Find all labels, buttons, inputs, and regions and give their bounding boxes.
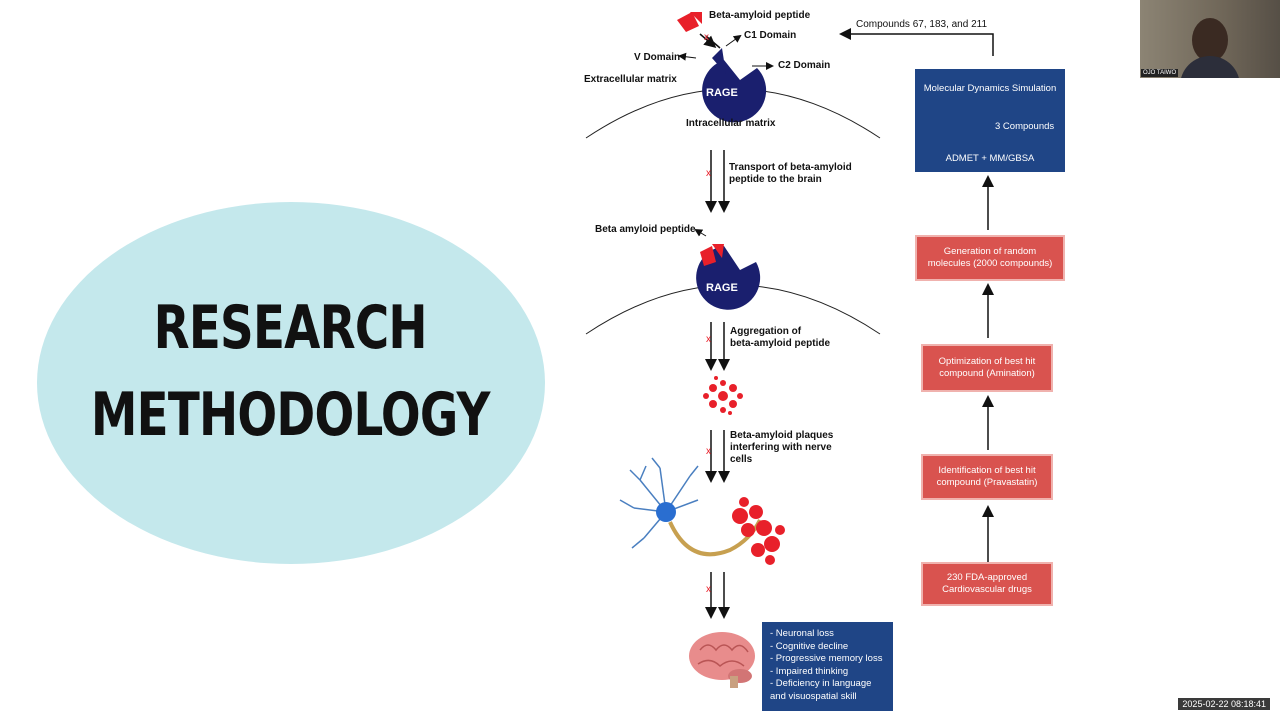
recording-timestamp: 2025-02-22 08:18:41: [1178, 698, 1270, 710]
rage-receptor-icon: [702, 48, 767, 123]
participant-body: [1180, 56, 1240, 78]
fda-line1: 230 FDA-approved: [946, 572, 1028, 583]
brain-icon: [689, 632, 755, 688]
plaques-label-line3: cells: [730, 454, 753, 465]
symptom-item: - Cognitive decline: [770, 640, 849, 652]
participant-head: [1192, 18, 1228, 62]
identification-line1: Identification of best hit: [938, 465, 1036, 476]
molecular-dynamics-box: Molecular Dynamics Simulation 3 Compound…: [915, 69, 1065, 172]
peptide-label-2: Beta amyloid peptide: [595, 224, 696, 235]
svg-text:x: x: [706, 584, 711, 595]
symptom-item: - Impaired thinking: [770, 665, 849, 677]
fda-drugs-box: 230 FDA-approved Cardiovascular drugs: [921, 562, 1053, 606]
participant-name-tag: OJO TAIWO: [1141, 69, 1179, 77]
transport-label-line2: peptide to the brain: [729, 174, 822, 185]
identification-line2: compound (Pravastatin): [936, 477, 1038, 488]
svg-text:x: x: [706, 334, 711, 345]
neuron-icon: [619, 457, 762, 557]
svg-text:x: x: [706, 168, 711, 179]
generation-line1: Generation of random: [943, 246, 1037, 257]
c2-domain-label: C2 Domain: [778, 60, 831, 71]
rage-label-2: RAGE: [706, 282, 738, 294]
peptide-aggregate-icon: [703, 376, 743, 415]
rage-label-1: RAGE: [706, 87, 738, 99]
generation-box: Generation of random molecules (2000 com…: [915, 235, 1065, 281]
symptoms-box: - Neuronal loss - Cognitive decline - Pr…: [762, 622, 893, 711]
slide-title-line-2: METHODOLOGY: [90, 380, 490, 450]
webcam-thumbnail[interactable]: OJO TAIWO: [1140, 0, 1280, 78]
svg-text:x: x: [706, 446, 711, 457]
optimization-box: Optimization of best hit compound (Amina…: [921, 344, 1053, 392]
rage-receptor-bound-icon: [696, 244, 761, 310]
v-domain-label: V Domain: [634, 52, 681, 63]
plaques-label-line1: Beta-amyloid plaques: [730, 430, 834, 441]
symptom-item: - Neuronal loss: [770, 628, 834, 639]
generation-line2: molecules (2000 compounds): [927, 258, 1053, 269]
symptom-item: and visuospatial skill: [770, 690, 857, 702]
fda-line2: Cardiovascular drugs: [942, 584, 1032, 595]
md-title: Molecular Dynamics Simulation: [923, 83, 1057, 94]
c1-domain-label: C1 Domain: [744, 30, 797, 41]
aggregation-label-line1: Aggregation of: [730, 326, 802, 337]
slide-title-line-1: RESEARCH: [153, 293, 428, 363]
amyloid-plaque-icon: [732, 497, 785, 565]
symptom-item: - Progressive memory loss: [770, 653, 883, 664]
svg-text:x: x: [704, 32, 709, 43]
beta-amyloid-peptide-icon: [677, 12, 702, 32]
peptide-label: Beta-amyloid peptide: [709, 10, 811, 21]
extracellular-label: Extracellular matrix: [584, 74, 677, 85]
aggregation-label-line2: beta-amyloid peptide: [730, 338, 831, 349]
intracellular-label: Intracellular matrix: [686, 118, 776, 129]
identification-box: Identification of best hit compound (Pra…: [921, 454, 1053, 500]
md-admet: ADMET + MM/GBSA: [945, 153, 1035, 164]
symptom-item: - Deficiency in language: [770, 678, 872, 689]
title-background-shape: [37, 202, 545, 564]
plaques-label-line2: interfering with nerve: [730, 442, 832, 453]
compounds-label: Compounds 67, 183, and 211: [856, 19, 988, 30]
transport-label-line1: Transport of beta-amyloid: [729, 162, 852, 173]
md-compounds: 3 Compounds: [995, 121, 1055, 132]
optimization-line1: Optimization of best hit: [938, 356, 1036, 367]
optimization-line2: compound (Amination): [939, 368, 1035, 379]
